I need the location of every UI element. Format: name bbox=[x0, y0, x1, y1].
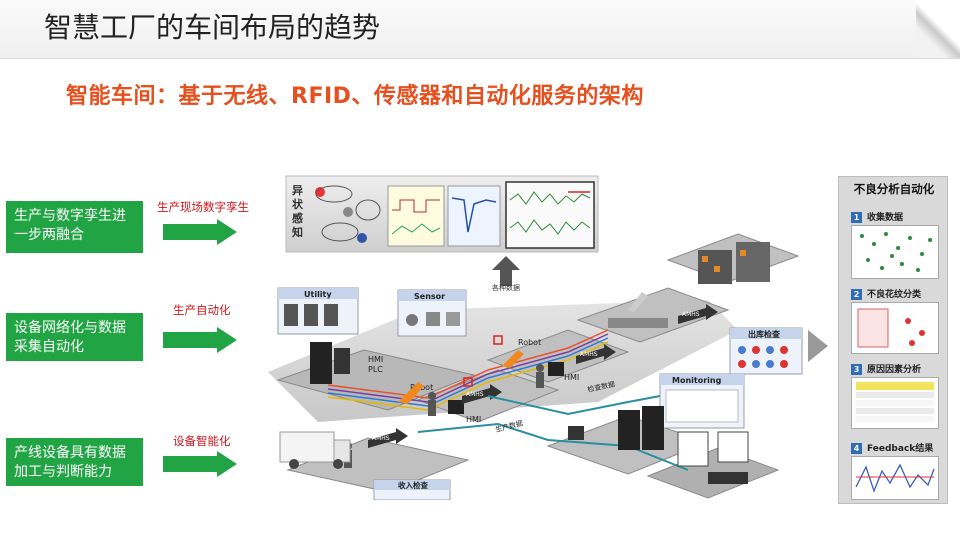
chart-thumb-1 bbox=[387, 185, 445, 247]
monitoring-screen bbox=[665, 389, 739, 423]
robot-label-2: Robot bbox=[518, 338, 541, 347]
monitor-icon bbox=[448, 400, 464, 414]
step-label: 收集数据 bbox=[867, 213, 904, 223]
server-rack-icon bbox=[642, 406, 664, 450]
outbound-check-label: 出库检查 bbox=[748, 329, 781, 339]
platform-storage bbox=[666, 233, 800, 283]
page-curl-decoration bbox=[916, 0, 960, 58]
sensor-icon bbox=[406, 314, 418, 326]
step-4: 4 Feedback结果 bbox=[851, 441, 933, 454]
amhs-arrow-1: AMHS bbox=[368, 428, 408, 448]
gauge-icon bbox=[284, 304, 298, 326]
label-digital-twin: 生产现场数字孪生 bbox=[157, 200, 249, 214]
server-rack-icon bbox=[310, 342, 332, 384]
chart-thumb-3 bbox=[505, 181, 595, 249]
step-2: 2 不良花纹分类 bbox=[851, 287, 921, 300]
inspection-data-arrow bbox=[487, 395, 661, 416]
header-bar: 智慧工厂的车间布局的趋势 bbox=[0, 0, 960, 59]
faucet-icon bbox=[324, 304, 338, 326]
rfid-marker bbox=[493, 335, 503, 345]
robot-arm-icon bbox=[398, 382, 424, 404]
desk-icon bbox=[708, 472, 748, 484]
label-automation: 生产自动化 bbox=[173, 303, 231, 317]
item-box-network: 设备网络化与数据采集自动化 bbox=[6, 313, 143, 361]
anomaly-label-4: 知 bbox=[291, 225, 303, 239]
flame-icon bbox=[304, 304, 318, 326]
inbound-check-label: 收入检查 bbox=[398, 480, 428, 490]
truck-icon bbox=[279, 431, 335, 463]
robot-arm-icon bbox=[502, 350, 524, 368]
factory-diagram: 异 状 感 知 各种数据 Utility Sensor HMI PLC bbox=[268, 175, 828, 500]
item-box-digital-twin: 生产与数字孪生进一步两融合 bbox=[6, 201, 143, 253]
step-number: 3 bbox=[851, 364, 862, 375]
step-label: Feedback结果 bbox=[867, 444, 934, 454]
monitor-icon bbox=[568, 426, 584, 440]
step-3: 3 原因因素分析 bbox=[851, 362, 921, 375]
storage-rack-icon bbox=[736, 242, 770, 282]
worker-icon bbox=[536, 364, 544, 388]
page-title: 智慧工厂的车间布局的趋势 bbox=[44, 11, 381, 44]
anomaly-label-2: 状 bbox=[292, 197, 304, 211]
server-rack-icon bbox=[618, 410, 640, 450]
step-1: 1 收集数据 bbox=[851, 210, 903, 223]
sensor-icon bbox=[426, 312, 440, 326]
checklist-icon bbox=[677, 431, 709, 467]
data-label: 各种数据 bbox=[492, 283, 520, 292]
anomaly-label-3: 感 bbox=[292, 211, 303, 225]
calendar-icon bbox=[717, 431, 749, 463]
chart-thumb-2 bbox=[447, 185, 501, 247]
step-number: 1 bbox=[851, 212, 862, 223]
hmi-plc-label: HMI bbox=[368, 355, 383, 364]
defect-analysis-title: 不良分析自动化 bbox=[853, 182, 935, 196]
monitor-icon bbox=[548, 362, 564, 376]
monitoring-label: Monitoring bbox=[672, 376, 722, 385]
hmi-label-2: HMI bbox=[564, 373, 579, 382]
pattern-thumbnail bbox=[851, 302, 939, 354]
item-box-equipment: 产线设备具有数据加工与判断能力 bbox=[6, 438, 143, 486]
hmi-label: HMI bbox=[466, 415, 481, 424]
amhs-arrow-3: AMHS bbox=[576, 344, 616, 364]
svg-text:AMHS: AMHS bbox=[682, 311, 700, 318]
inspection-grid-icon bbox=[738, 346, 788, 368]
arrow-right-icon bbox=[808, 330, 828, 362]
amhs-arrow-2: AMHS bbox=[462, 384, 502, 404]
worker-icon bbox=[428, 392, 436, 416]
flow-diagram-icon bbox=[315, 185, 381, 243]
scatter-thumbnail bbox=[851, 225, 939, 279]
svg-text:AMHS: AMHS bbox=[580, 351, 598, 358]
feedback-chart-thumbnail bbox=[851, 456, 939, 500]
svg-text:AMHS: AMHS bbox=[466, 391, 484, 398]
arrow-right-icon bbox=[163, 219, 237, 245]
hmi-plc-label: PLC bbox=[368, 365, 383, 374]
server-rack-icon bbox=[334, 348, 350, 374]
sensor-label: Sensor bbox=[414, 292, 445, 301]
sensor-icon bbox=[446, 312, 460, 326]
arrow-right-icon bbox=[163, 327, 237, 353]
robot-arm-icon bbox=[628, 292, 648, 312]
utility-label: Utility bbox=[304, 290, 332, 299]
rfid-marker bbox=[463, 377, 473, 387]
production-data-arrow bbox=[417, 422, 689, 471]
label-smart-equipment: 设备智能化 bbox=[173, 434, 231, 448]
step-label: 不良花纹分类 bbox=[867, 290, 922, 300]
svg-text:AMHS: AMHS bbox=[372, 435, 390, 442]
step-number: 2 bbox=[851, 289, 862, 300]
data-up-arrow bbox=[492, 256, 520, 286]
subtitle: 智能车间：基于无线、RFID、传感器和自动化服务的架构 bbox=[66, 84, 644, 109]
anomaly-label-1: 异 bbox=[292, 184, 303, 197]
assembly-line bbox=[608, 318, 668, 328]
defect-analysis-panel: 不良分析自动化 1 收集数据 2 不良花纹分类 3 原因因素分析 4 Feedback结… bbox=[838, 176, 948, 504]
arrow-right-icon bbox=[163, 451, 237, 477]
step-number: 4 bbox=[851, 443, 862, 454]
step-label: 原因因素分析 bbox=[867, 365, 922, 375]
table-thumbnail bbox=[851, 377, 939, 429]
amhs-arrow-4: AMHS bbox=[678, 304, 718, 324]
